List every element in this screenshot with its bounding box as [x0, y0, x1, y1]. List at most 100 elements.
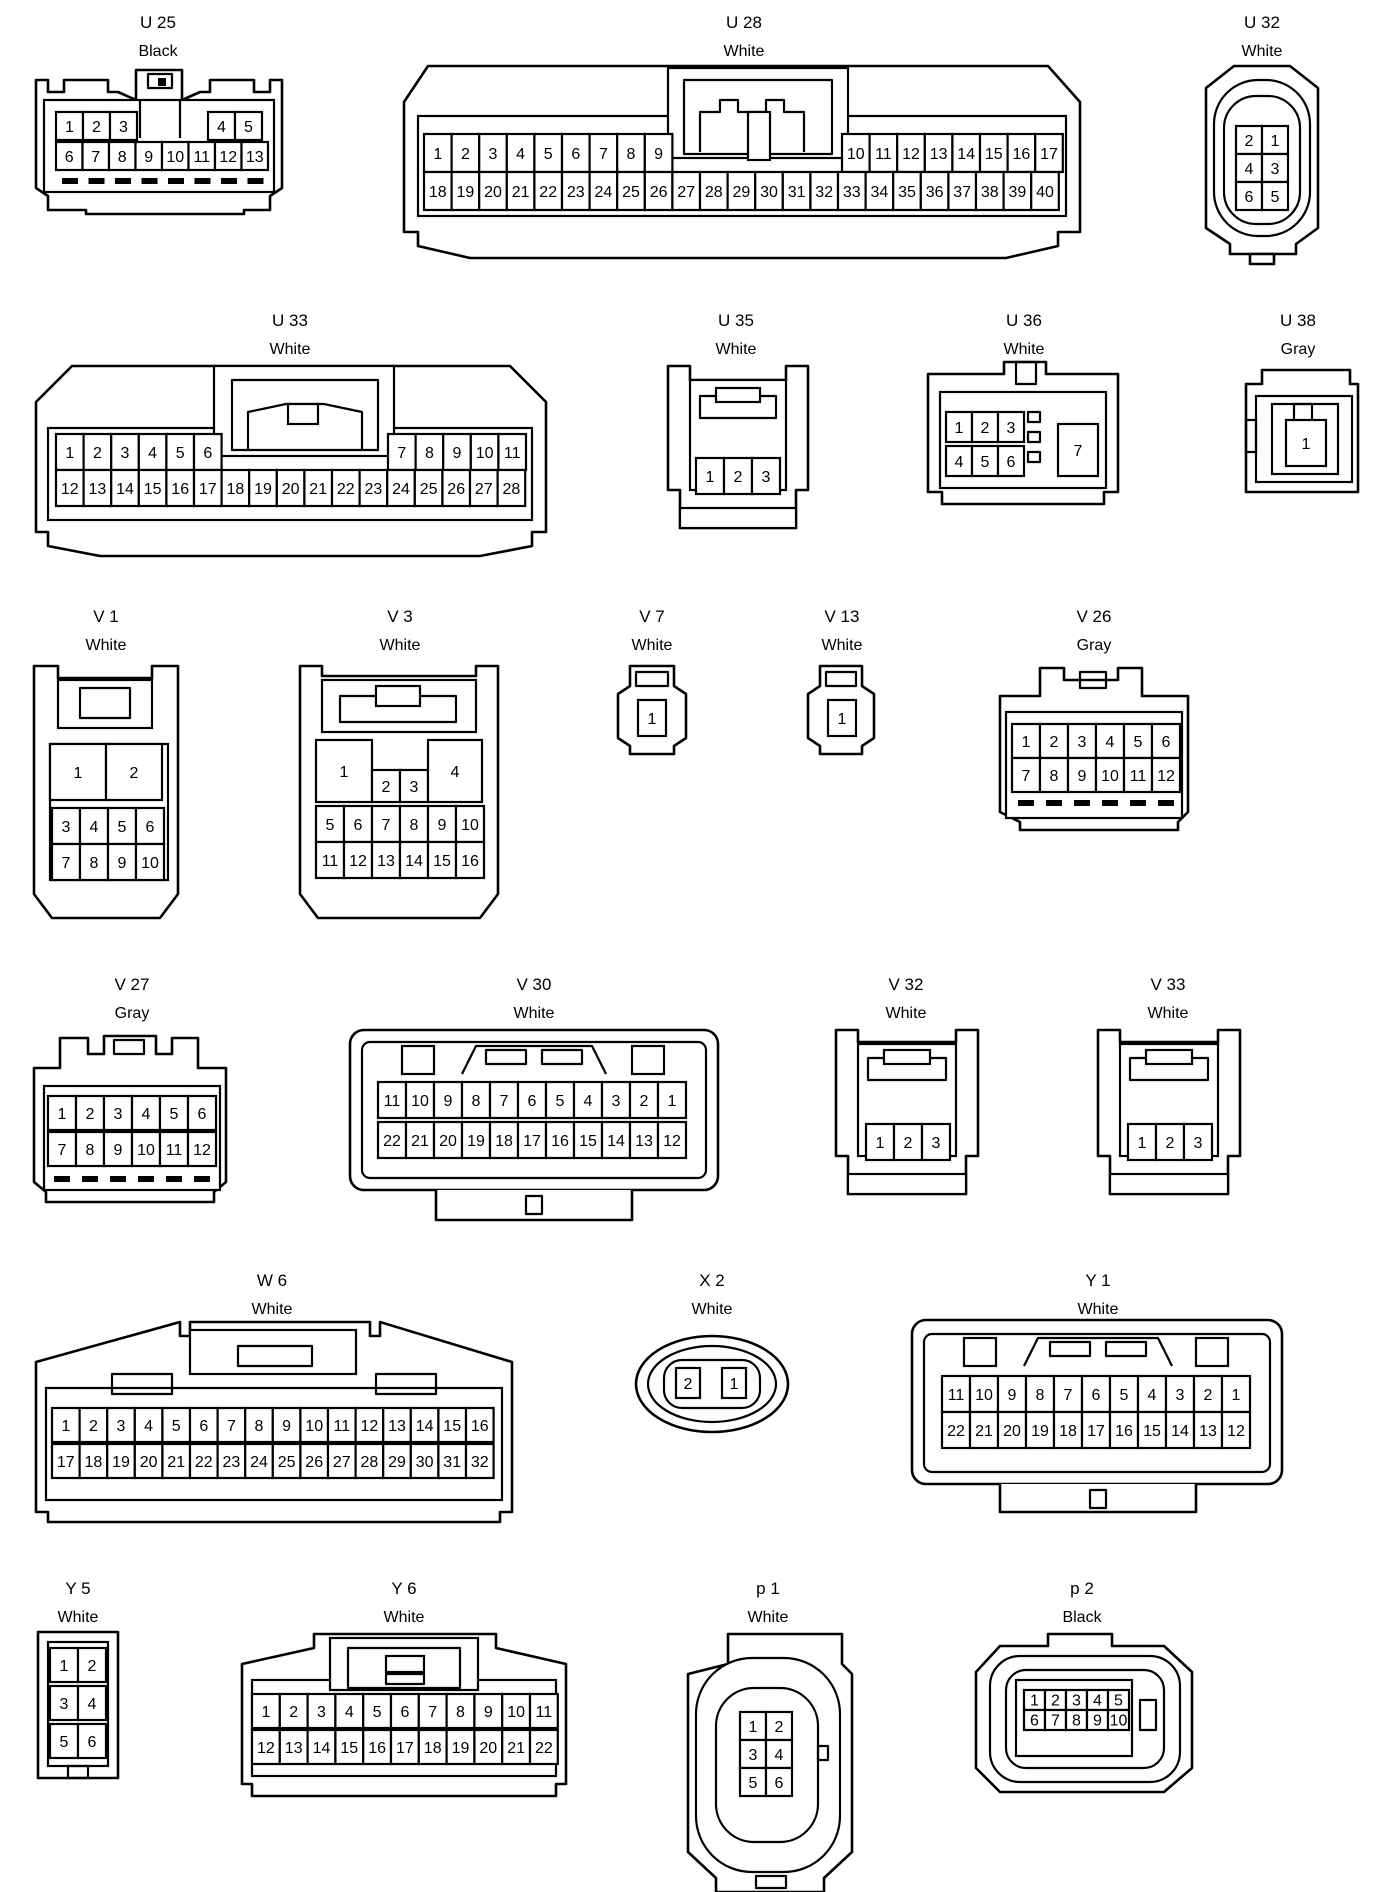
pin-number: 10	[507, 1704, 525, 1721]
pin-number: 6	[88, 1734, 97, 1751]
pin-cell	[528, 1728, 559, 1766]
pin-number: 12	[1157, 768, 1175, 785]
housing-detail	[1102, 800, 1118, 806]
housing-detail	[1026, 410, 1042, 424]
pin-cell	[478, 170, 508, 212]
pin-number: 14	[1171, 1423, 1189, 1440]
housing-detail	[236, 1344, 314, 1368]
pin-number: 16	[551, 1133, 569, 1150]
pin-number: 7	[91, 149, 100, 166]
housing-detail	[714, 386, 762, 404]
connector-id: V 13	[825, 607, 860, 626]
pin-number: 19	[457, 184, 475, 201]
pin-number: 21	[975, 1423, 993, 1440]
pin-number: 3	[60, 1696, 69, 1713]
pin-number: 12	[349, 853, 367, 870]
pin-cell	[106, 806, 138, 846]
pin-number: 9	[118, 855, 127, 872]
pin-cell	[919, 170, 950, 212]
pin-number: 31	[443, 1454, 461, 1471]
pin-number: 16	[368, 1740, 386, 1757]
pin-cell	[426, 840, 458, 880]
pin-cell	[422, 132, 453, 174]
pin-number: 21	[167, 1454, 185, 1471]
housing-detail	[66, 1764, 90, 1780]
housing-detail	[524, 1194, 544, 1216]
pin-number: 3	[749, 1747, 758, 1764]
pin-number: 28	[361, 1454, 379, 1471]
connector-color: White	[270, 341, 311, 358]
pin-number: 6	[354, 817, 363, 834]
housing-detail	[230, 378, 380, 452]
pin-number: 4	[1106, 734, 1115, 751]
pin-cell	[76, 1684, 108, 1722]
pin-cell	[750, 456, 782, 496]
pin-number: 11	[504, 445, 521, 462]
connector-color: White	[1148, 1005, 1189, 1022]
pin-number: 9	[438, 817, 447, 834]
connector-color: White	[748, 1609, 789, 1626]
pin-number: 14	[607, 1133, 625, 1150]
pin-number: 8	[425, 445, 434, 462]
pin-number: 2	[1245, 133, 1254, 150]
pin-number: 2	[1051, 1692, 1060, 1709]
pin-cell	[303, 468, 334, 508]
pin-cell	[460, 1120, 492, 1160]
pin-number: 5	[373, 1704, 382, 1721]
pin-number: 4	[144, 1418, 153, 1435]
connector-id: U 33	[272, 311, 308, 330]
housing-detail	[194, 178, 211, 184]
pin-number: 11	[166, 1142, 183, 1159]
pin-number: 32	[815, 184, 833, 201]
pin-number: 1	[706, 469, 715, 486]
pin-cell	[738, 1766, 768, 1798]
pin-number: 3	[1271, 161, 1280, 178]
pin-number: 8	[255, 1418, 264, 1435]
pin-number: 10	[847, 146, 865, 163]
pin-number: 9	[453, 445, 462, 462]
pin-number: 4	[775, 1747, 784, 1764]
pin-cell	[1220, 1374, 1252, 1414]
pin-number: 9	[654, 146, 663, 163]
housing-detail	[286, 402, 320, 426]
pin-number: 1	[61, 1418, 70, 1435]
pin-cell	[1126, 1122, 1158, 1162]
pin-number: 20	[282, 481, 300, 498]
pin-number: 6	[571, 146, 580, 163]
pin-number: 16	[471, 1418, 489, 1435]
pin-number: 4	[148, 445, 157, 462]
housing-detail	[56, 678, 154, 730]
connector-id: U 32	[1244, 13, 1280, 32]
pin-cell	[158, 1094, 190, 1132]
pin-number: 12	[193, 1142, 211, 1159]
pin-number: 7	[599, 146, 608, 163]
pin-number: 2	[461, 146, 470, 163]
pin-number: 7	[500, 1093, 509, 1110]
housing-detail	[824, 670, 858, 688]
pin-number: 6	[528, 1093, 537, 1110]
pin-cell	[868, 132, 899, 174]
pin-number: 35	[898, 184, 916, 201]
pin-number: 2	[382, 779, 391, 796]
pin-cell	[920, 1122, 952, 1162]
pin-cell	[370, 840, 402, 880]
pin-cell	[386, 432, 417, 472]
pin-cell	[233, 110, 264, 142]
pin-cell	[1284, 418, 1328, 468]
pin-cell	[437, 1442, 468, 1480]
pin-number: 11	[948, 1387, 965, 1404]
pin-number: 2	[1050, 734, 1059, 751]
pin-number: 13	[635, 1133, 653, 1150]
connector-housing	[998, 1484, 1198, 1514]
pin-number: 24	[595, 184, 613, 201]
connector-housing	[1248, 252, 1276, 266]
connector-id: X 2	[699, 1271, 725, 1290]
pin-cell	[996, 444, 1026, 478]
connector-id: V 27	[115, 975, 150, 994]
pin-number: 7	[1051, 1712, 1060, 1729]
pin-number: 1	[1232, 1387, 1241, 1404]
pin-number: 4	[345, 1704, 354, 1721]
